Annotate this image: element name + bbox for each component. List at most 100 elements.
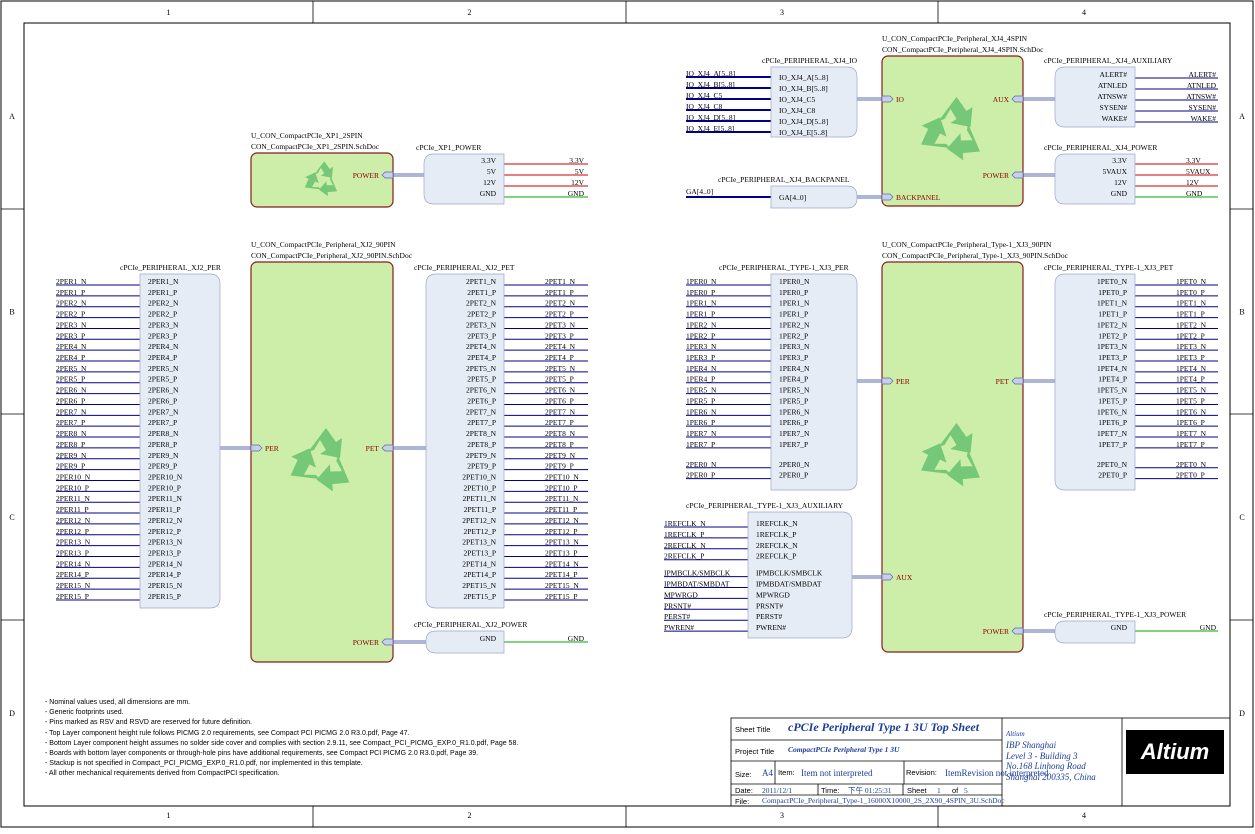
- harness-pin-label: 2PER7_N: [148, 407, 179, 416]
- sheet-body: [250, 152, 394, 208]
- harness-pin-label: 2PET2_P: [467, 310, 496, 319]
- sheet-entry-label: BACKPANEL: [896, 193, 941, 202]
- sheet-entry: [881, 95, 894, 103]
- net-label: 2PER4_P: [56, 353, 85, 362]
- harness-pin-label: 2REFCLK_N: [756, 541, 798, 550]
- harness-pin-label: ATNLED: [1098, 81, 1128, 90]
- net-label: 1PER6_P: [686, 418, 715, 427]
- harness-pin-label: 3.3V: [481, 156, 496, 165]
- net-label: 2PER15_N: [56, 581, 91, 590]
- net-label: 2PET14_P: [545, 570, 578, 579]
- revision-label: Revision:: [906, 768, 937, 777]
- net-label: 1PER1_N: [686, 299, 717, 308]
- company-name: Altium: [1006, 730, 1025, 738]
- net-label: 2PER5_N: [56, 364, 87, 373]
- sheet-entry: [1011, 171, 1024, 179]
- harness-pin-label: SYSEN#: [1099, 103, 1127, 112]
- harness-connector: [1054, 273, 1136, 491]
- harness-connector: [770, 66, 858, 138]
- sheet-number: 1: [937, 786, 941, 795]
- harness-pin-label: 2PER11_P: [148, 505, 181, 514]
- net-label: 2PET8_N: [545, 429, 576, 438]
- net-label: 2PER10_N: [56, 472, 91, 481]
- net-label: 5VAUX: [1186, 167, 1211, 176]
- date-value: 2011/12/1: [762, 786, 793, 795]
- net-label: 1PET1_N: [1176, 299, 1207, 308]
- net-label: 2PET1_N: [545, 277, 576, 286]
- address-line: No.168 Linhong Road: [1006, 761, 1086, 771]
- recycle-icon: [921, 97, 980, 161]
- net-label: 1PER2_N: [686, 320, 717, 329]
- harness-pin-label: 2PET6_P: [467, 396, 496, 405]
- harness-pin-label: 2PET15_N: [462, 581, 496, 590]
- net-label: 2PER13_N: [56, 538, 91, 547]
- harness-pin-label: 2PET8_P: [467, 440, 496, 449]
- sheet-body: [881, 55, 1024, 207]
- net-label: 2PER6_N: [56, 386, 87, 395]
- harness-connector: [770, 273, 858, 491]
- net-label: IPMBCLK/SMBCLK: [664, 569, 731, 578]
- harness-pin-label: IPMBCLK/SMBCLK: [756, 569, 823, 578]
- harness-pin-label: 2PET15_P: [463, 592, 496, 601]
- net-label: 1PER0_N: [686, 277, 717, 286]
- net-label: ALERT#: [1189, 70, 1217, 79]
- harness-pin-label: 1PER5_P: [779, 396, 808, 405]
- size-label: Size:: [735, 770, 752, 779]
- net-label: 2PER3_P: [56, 331, 85, 340]
- net-label: IO_XJ4_C8: [686, 102, 723, 111]
- altium-logo: Altium: [1126, 730, 1224, 774]
- harness-pin-label: 2PET9_N: [466, 451, 497, 460]
- net-label: 2PER11_N: [56, 494, 90, 503]
- net-label: 2PET7_P: [545, 418, 574, 427]
- harness-pin-label: 1REFCLK_N: [756, 519, 798, 528]
- net-label: IO_XJ4_A[5..8]: [686, 69, 735, 78]
- sheet-entry-label: POWER: [353, 171, 379, 180]
- net-label: 2PET0_N: [1176, 460, 1207, 469]
- harness-pin-label: 1PER6_N: [779, 407, 810, 416]
- harness-pin-label: GND: [1111, 623, 1128, 632]
- net-label: 2PER12_P: [56, 527, 89, 536]
- harness-connector: [1054, 66, 1136, 128]
- net-label: 1PER3_N: [686, 342, 717, 351]
- net-label: 2PER7_N: [56, 407, 87, 416]
- net-label: 2PER13_P: [56, 549, 89, 558]
- harness-pin-label: 1PET2_N: [1097, 320, 1128, 329]
- harness-pin-label: GA[4..0]: [779, 193, 806, 202]
- net-label: IPMBDAT/SMBDAT: [664, 580, 730, 589]
- harness-label: cPCIe_PERIPHERAL_TYPE-1_XJ3_PER: [719, 263, 849, 272]
- sheet-entry-label: AUX: [993, 95, 1010, 104]
- harness-pin-label: 2PET5_P: [467, 375, 496, 384]
- harness-connector: [425, 630, 505, 654]
- harness-pin-label: 2PER5_N: [148, 364, 179, 373]
- net-label: 1PET5_N: [1176, 386, 1207, 395]
- net-label: GND: [1200, 623, 1217, 632]
- sheet-label: Sheet: [907, 786, 927, 795]
- note-line: - Nominal values used, all dimensions ar…: [45, 699, 191, 706]
- harness-pin-label: 5VAUX: [1103, 167, 1128, 176]
- harness-pin-label: IPMBDAT/SMBDAT: [756, 580, 822, 589]
- harness-pin-label: 1PET3_N: [1097, 342, 1128, 351]
- file-label: File:: [735, 797, 750, 806]
- net-label: GND: [568, 634, 585, 643]
- zone-row-label: A: [9, 112, 15, 121]
- net-label: 1PET6_P: [1176, 418, 1205, 427]
- net-label: 2PER14_N: [56, 559, 91, 568]
- size-value: A4: [762, 768, 773, 778]
- net-label: 1PET7_N: [1176, 429, 1207, 438]
- sheet-body: [250, 261, 394, 663]
- net-label: 1PER7_P: [686, 440, 715, 449]
- harness-pin-label: 2PER4_N: [148, 342, 179, 351]
- harness-pin-label: 2PER8_N: [148, 429, 179, 438]
- harness-pin-label: 1PET7_P: [1098, 440, 1127, 449]
- sheet-symbol: [250, 152, 394, 208]
- sheet-designator: U_CON_CompactPCIe_XP1_2SPIN: [251, 131, 363, 140]
- net-label: 2PER10_P: [56, 483, 89, 492]
- harness-pin-label: 2PET2_N: [466, 299, 497, 308]
- sheet-entry: [1011, 627, 1024, 635]
- zone-column-label: 1: [167, 811, 171, 820]
- harness-connector: [1054, 153, 1136, 205]
- zone-row-label: A: [1239, 112, 1245, 121]
- net-label: 1PET4_P: [1176, 375, 1205, 384]
- note-line: - Generic footprints used.: [45, 709, 124, 717]
- net-label: 2PET7_N: [545, 407, 576, 416]
